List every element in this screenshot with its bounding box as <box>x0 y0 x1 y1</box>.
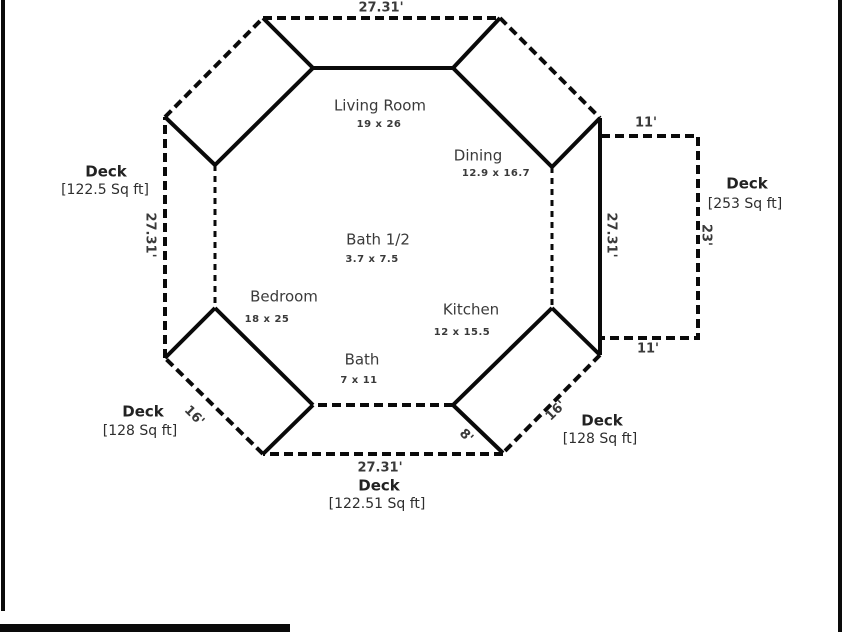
inner-octagon-side-openings <box>213 165 554 308</box>
right-deck-dashed-edges <box>601 134 700 340</box>
inner-octagon <box>213 66 554 407</box>
dim-bottom-label: 27.31' <box>357 460 403 476</box>
inner-octagon-solid-walls <box>213 66 554 407</box>
bedroom-size: 18 x 25 <box>244 314 290 325</box>
kitchen-size: 12 x 15.5 <box>433 327 491 338</box>
dim-right-label: 27.31' <box>603 212 619 258</box>
deck-right-name: Deck <box>726 174 768 193</box>
dining-name: Dining <box>453 146 503 165</box>
dim-top-label: 27.31' <box>358 0 404 16</box>
deck-bottom-left-area: [128 Sq ft] <box>102 423 178 439</box>
corner-connectors <box>163 16 602 456</box>
dim-right-deck-depth-label: 23' <box>698 223 714 247</box>
bath-size: 7 x 11 <box>340 375 378 386</box>
deck-left-name: Deck <box>85 162 127 181</box>
dim-left-label: 27.31' <box>142 212 158 258</box>
outer-octagon-dashed-edges <box>163 16 602 456</box>
deck-bottom-right-area: [128 Sq ft] <box>562 431 638 447</box>
deck-right-area: [253 Sq ft] <box>707 196 783 212</box>
deck-bottom-left-name: Deck <box>122 402 164 421</box>
right-border <box>838 0 842 632</box>
bottom-border <box>0 624 290 632</box>
bath-name: Bath <box>344 350 380 369</box>
bath-half-name: Bath 1/2 <box>346 230 410 249</box>
deck-left-area: [122.5 Sq ft] <box>61 182 149 198</box>
bath-half-size: 3.7 x 7.5 <box>345 254 399 265</box>
right-deck-outline <box>601 134 700 340</box>
corner-connector-lines <box>163 16 602 456</box>
deck-bottom-right-name: Deck <box>581 411 623 430</box>
bedroom-name: Bedroom <box>250 287 318 306</box>
dim-right-deck-bottom-label: 11' <box>636 341 660 357</box>
left-border <box>1 0 5 611</box>
deck-bottom-name: Deck <box>358 476 400 495</box>
dining-size: 12.9 x 16.7 <box>461 168 531 179</box>
living-room-size: 19 x 26 <box>356 119 402 130</box>
living-room-name: Living Room <box>333 96 427 115</box>
deck-bottom-area: [122.51 Sq ft] <box>328 496 426 512</box>
kitchen-name: Kitchen <box>442 300 500 319</box>
outer-octagon <box>163 16 602 456</box>
dim-right-deck-top-label: 11' <box>634 115 658 131</box>
